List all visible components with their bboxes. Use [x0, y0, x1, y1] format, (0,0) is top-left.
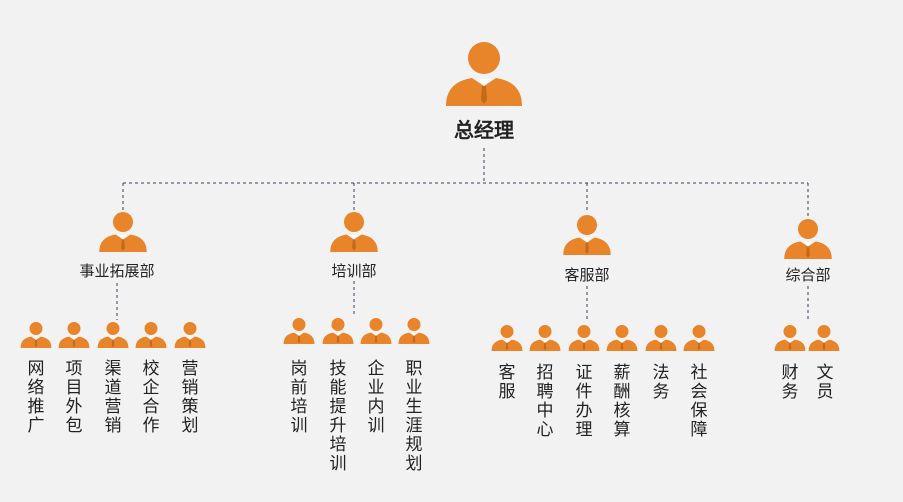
team-label: 招聘中心: [536, 363, 554, 440]
team-label: 校企合作: [142, 359, 160, 436]
person-icon: [398, 318, 430, 344]
team-label: 网络推广: [27, 359, 45, 436]
department-label: 事业拓展部: [79, 262, 155, 280]
person-icon: [330, 212, 378, 252]
person-icon: [446, 42, 522, 106]
person-icon: [568, 325, 600, 351]
team-label: 营销策划: [181, 359, 199, 436]
department-label: 客服部: [564, 266, 610, 284]
person-icon: [563, 215, 611, 255]
department-label: 培训部: [331, 262, 377, 280]
person-icon: [491, 325, 523, 351]
person-icon: [645, 325, 677, 351]
person-icon: [97, 322, 129, 348]
person-icon: [20, 322, 52, 348]
team-label: 技能提升培训: [329, 359, 347, 474]
person-icon: [135, 322, 167, 348]
person-icon: [58, 322, 90, 348]
person-icon: [683, 325, 715, 351]
team-label: 财务: [781, 363, 799, 402]
person-icon: [360, 318, 392, 344]
person-icon: [283, 318, 315, 344]
person-icon: [808, 325, 840, 351]
team-label: 职业生涯规划: [405, 359, 423, 474]
team-label: 企业内训: [367, 359, 385, 436]
person-icon: [174, 322, 206, 348]
team-label: 社会保障: [690, 363, 708, 440]
team-label: 项目外包: [65, 359, 83, 436]
team-label: 证件办理: [575, 363, 593, 440]
person-icon: [784, 219, 832, 259]
team-label: 法务: [652, 363, 670, 402]
ceo-title: 总经理: [454, 118, 514, 142]
team-label: 岗前培训: [290, 359, 308, 436]
team-label: 文员: [816, 363, 834, 402]
department-label: 综合部: [785, 266, 831, 284]
person-icon: [99, 212, 147, 252]
person-icon: [606, 325, 638, 351]
team-label: 渠道营销: [104, 359, 122, 436]
person-icon: [774, 325, 806, 351]
person-icon: [322, 318, 354, 344]
team-label: 薪酬核算: [613, 363, 631, 440]
team-label: 客服: [498, 363, 516, 402]
person-icon: [529, 325, 561, 351]
